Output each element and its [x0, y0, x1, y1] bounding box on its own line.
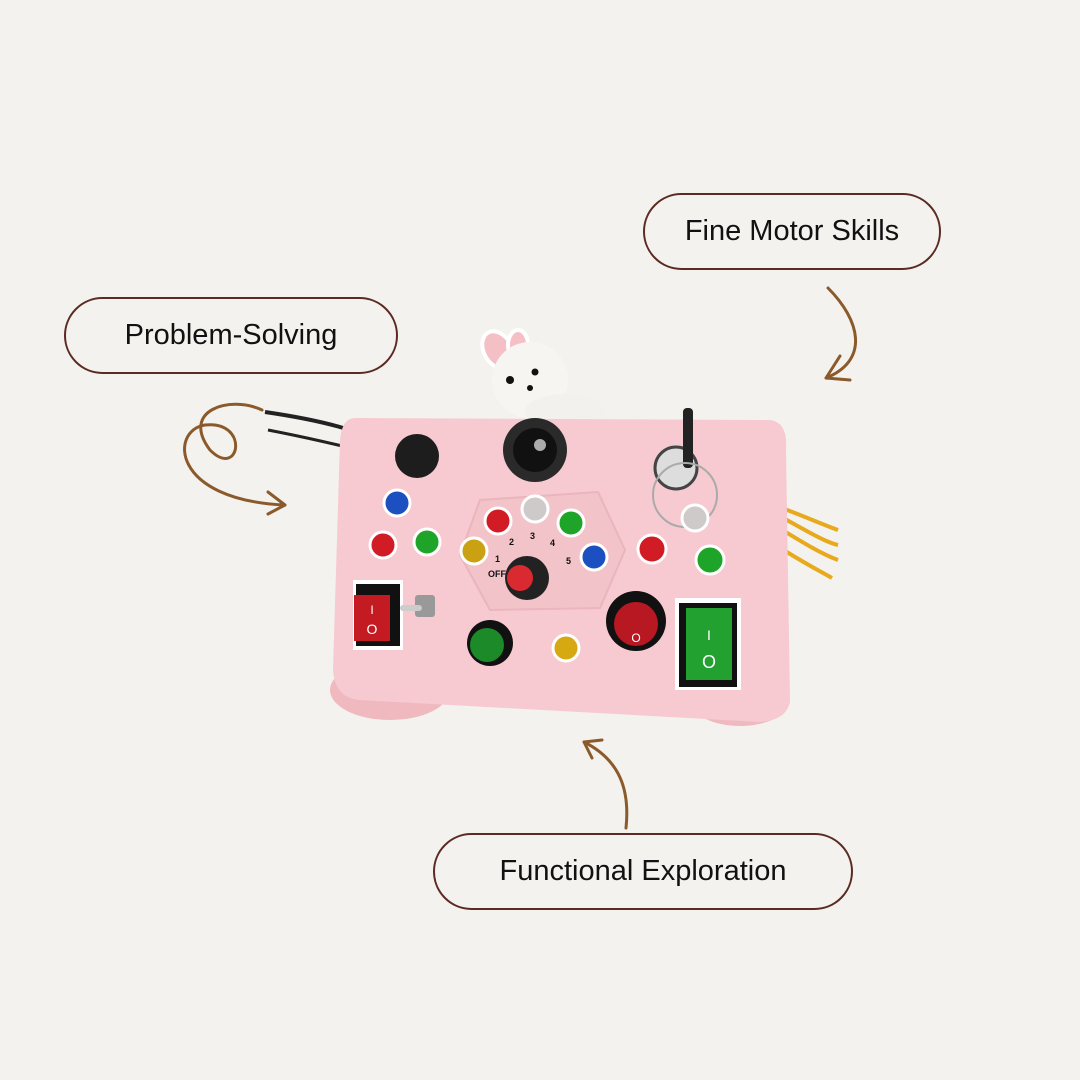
- push-button-green[interactable]: [467, 620, 513, 666]
- label-problem-solving: Problem-Solving: [64, 297, 398, 374]
- dial-label-off: OFF: [488, 569, 506, 579]
- label-functional-exploration: Functional Exploration: [433, 833, 853, 910]
- switch-off-mark: O: [631, 631, 640, 645]
- led-yellow: [459, 536, 489, 566]
- led-green: [694, 544, 726, 576]
- rotary-dial[interactable]: OFF 1 2 3 4 5: [488, 531, 571, 600]
- arrow-fine-motor: [824, 286, 857, 382]
- label-text: Functional Exploration: [499, 855, 787, 887]
- led-lights: [368, 488, 726, 663]
- audio-jack: [395, 434, 439, 478]
- led-green: [556, 508, 586, 538]
- label-text: Problem-Solving: [124, 319, 338, 351]
- compass-icon: [503, 418, 567, 482]
- label-text: Fine Motor Skills: [684, 215, 900, 247]
- toggle-switch[interactable]: [400, 595, 435, 617]
- switch-on-mark: I: [707, 627, 711, 643]
- push-button-red[interactable]: O: [606, 591, 666, 651]
- dial-label-5: 5: [566, 556, 571, 566]
- dial-label-2: 2: [509, 537, 514, 547]
- led-red: [483, 506, 513, 536]
- led-green: [412, 527, 442, 557]
- arrow-functional: [582, 738, 629, 830]
- rocker-switch-red[interactable]: I O: [353, 580, 403, 650]
- dial-label-4: 4: [550, 538, 555, 548]
- switch-on-mark: I: [370, 603, 373, 617]
- label-fine-motor-skills: Fine Motor Skills: [643, 193, 941, 270]
- led-yellow: [551, 633, 581, 663]
- dial-label-3: 3: [530, 531, 535, 541]
- led-white: [520, 494, 550, 524]
- led-blue: [382, 488, 412, 518]
- led-red: [368, 530, 398, 560]
- rocker-switch-green[interactable]: I O: [675, 598, 741, 690]
- key-lock-icon: [652, 408, 718, 528]
- switch-off-mark: O: [702, 652, 716, 672]
- led-red: [636, 533, 668, 565]
- led-white: [680, 503, 710, 533]
- arrow-problem-solving: [183, 402, 287, 516]
- switch-off-mark: O: [367, 621, 378, 637]
- led-blue: [579, 542, 609, 572]
- dial-label-1: 1: [495, 554, 500, 564]
- bunny-figure: [480, 328, 605, 430]
